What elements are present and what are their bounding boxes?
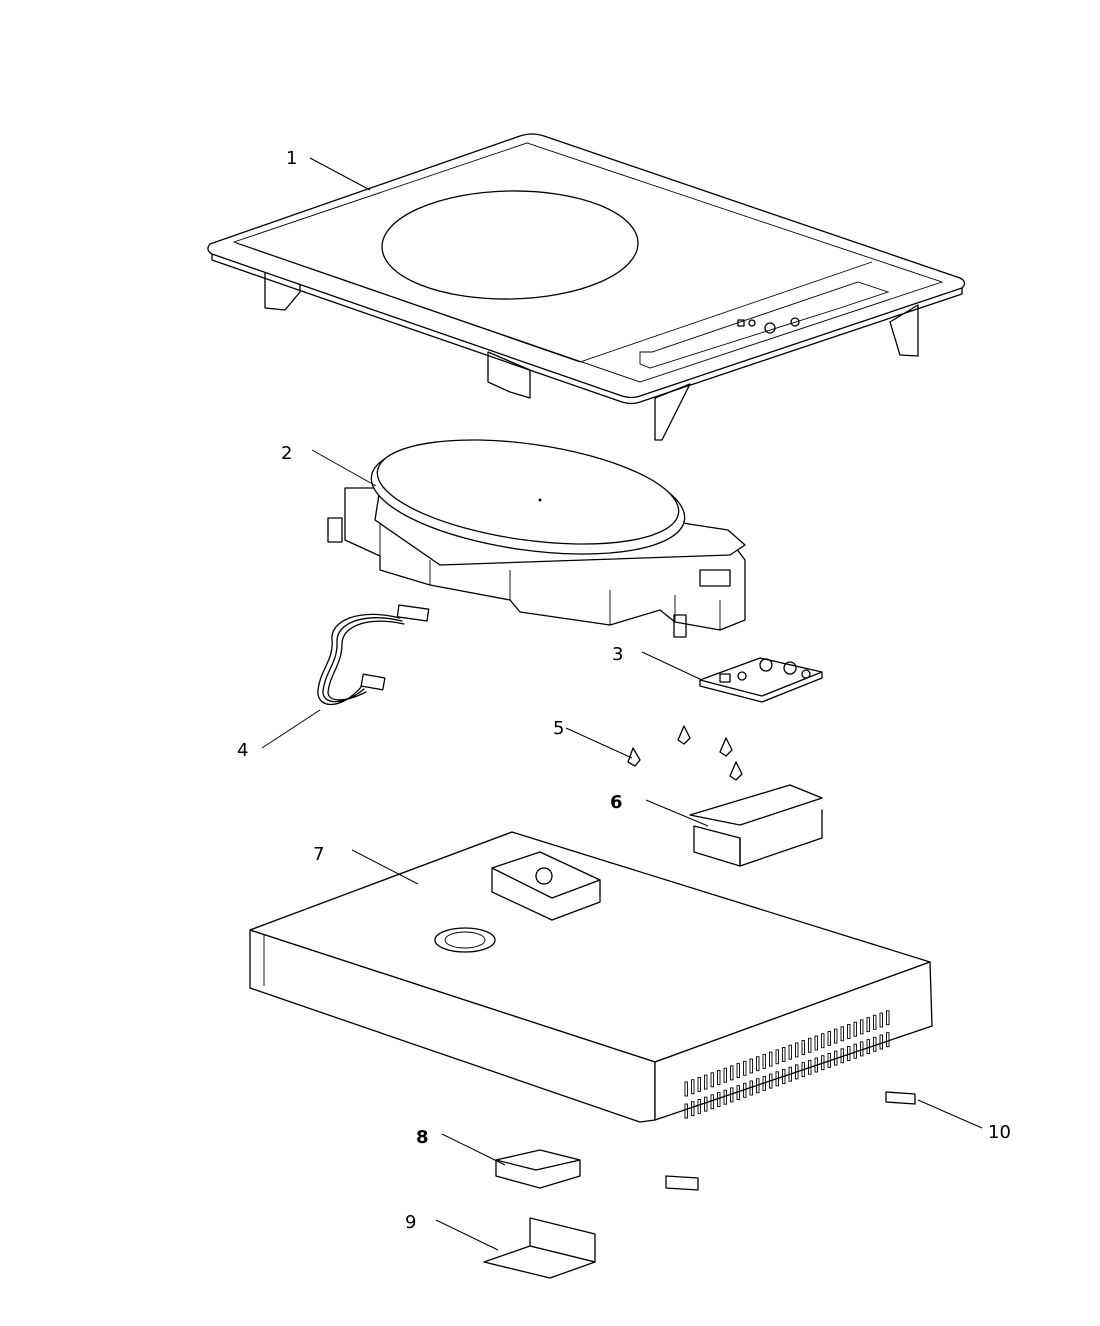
part-4-wire-harness (317, 604, 430, 705)
vent-slot (840, 1026, 844, 1042)
part-7-housing (249, 831, 933, 1123)
vent-slot (762, 1075, 766, 1091)
vent-slot (762, 1053, 766, 1069)
part-10-feet (665, 1091, 916, 1191)
vent-slot (730, 1087, 734, 1103)
part-3-circuit-board (699, 657, 823, 703)
callout-6: 6 (610, 792, 623, 813)
vent-slot (814, 1057, 818, 1073)
vent-slot (723, 1089, 727, 1105)
callout-2: 2 (281, 443, 292, 464)
callout-7: 7 (313, 844, 324, 865)
callout-1: 1 (286, 148, 297, 169)
vent-slot (743, 1082, 747, 1098)
vent-slot (873, 1014, 877, 1030)
vent-slot (840, 1048, 844, 1064)
vent-slot (704, 1074, 708, 1090)
vent-slot (736, 1063, 740, 1079)
vent-slot (814, 1035, 818, 1051)
part-8-terminal-block (495, 1149, 581, 1189)
vent-slot (782, 1069, 786, 1084)
vent-slot (860, 1019, 864, 1035)
part-6-bracket (689, 784, 823, 867)
vent-slot (853, 1021, 857, 1037)
part-2-coil-assembly (327, 439, 746, 638)
vent-slot (808, 1059, 812, 1075)
vent-slot (710, 1094, 714, 1110)
vent-slot (723, 1067, 727, 1083)
vent-slot (808, 1037, 812, 1053)
vent-slot (788, 1066, 792, 1082)
callout-9: 9 (405, 1212, 416, 1233)
vent-slot (704, 1096, 708, 1112)
vent-slot (834, 1028, 838, 1044)
vent-slots-front (684, 1010, 890, 1119)
vent-slot (847, 1024, 851, 1039)
vent-slot (697, 1098, 701, 1114)
vent-slot (847, 1046, 851, 1061)
callout-4: 4 (237, 740, 248, 761)
vent-slot (697, 1076, 701, 1092)
vent-slot (866, 1039, 870, 1055)
part-1-glass-top (207, 133, 966, 441)
vent-slot (730, 1065, 734, 1081)
vent-slot (775, 1071, 779, 1087)
vent-slot (691, 1101, 695, 1117)
vent-slot (788, 1044, 792, 1060)
vent-slot (886, 1032, 890, 1048)
vent-slot (769, 1073, 773, 1089)
vent-slot (684, 1103, 688, 1119)
vent-slot (801, 1062, 805, 1078)
vent-slot (717, 1070, 721, 1085)
part-9-cover-plate (483, 1217, 596, 1279)
vent-slot (853, 1043, 857, 1059)
callout-5: 5 (553, 718, 564, 739)
vent-slot (873, 1036, 877, 1052)
vent-slot (795, 1064, 799, 1080)
vent-slot (866, 1017, 870, 1033)
vent-slot (736, 1085, 740, 1101)
vent-slot (749, 1080, 753, 1096)
vent-slot (782, 1047, 786, 1062)
leader-lines (261, 157, 983, 1251)
vent-slot (821, 1033, 825, 1049)
vent-slot (886, 1010, 890, 1026)
vent-slot (834, 1050, 838, 1066)
vent-slot (827, 1030, 831, 1046)
callout-8: 8 (416, 1127, 429, 1148)
vent-slot (710, 1072, 714, 1088)
vent-slot (684, 1081, 688, 1097)
vent-slot (749, 1058, 753, 1074)
vent-slot (743, 1060, 747, 1076)
vent-slot (879, 1012, 883, 1028)
vent-slot (795, 1042, 799, 1058)
vent-slot (879, 1034, 883, 1050)
part-5-clips (627, 725, 743, 781)
vent-slot (801, 1040, 805, 1056)
vent-slot (775, 1049, 779, 1065)
callout-10: 10 (988, 1122, 1011, 1143)
vent-slot (756, 1056, 760, 1072)
vent-slot (860, 1041, 864, 1057)
callout-labels: 1 2 3 4 5 6 7 8 9 10 (237, 148, 1011, 1233)
vent-slot (717, 1092, 721, 1107)
vent-slot (821, 1055, 825, 1071)
vent-slot (769, 1051, 773, 1067)
vent-slot (756, 1078, 760, 1094)
vent-slot (691, 1079, 695, 1095)
vent-slot (827, 1052, 831, 1068)
callout-3: 3 (612, 644, 623, 665)
